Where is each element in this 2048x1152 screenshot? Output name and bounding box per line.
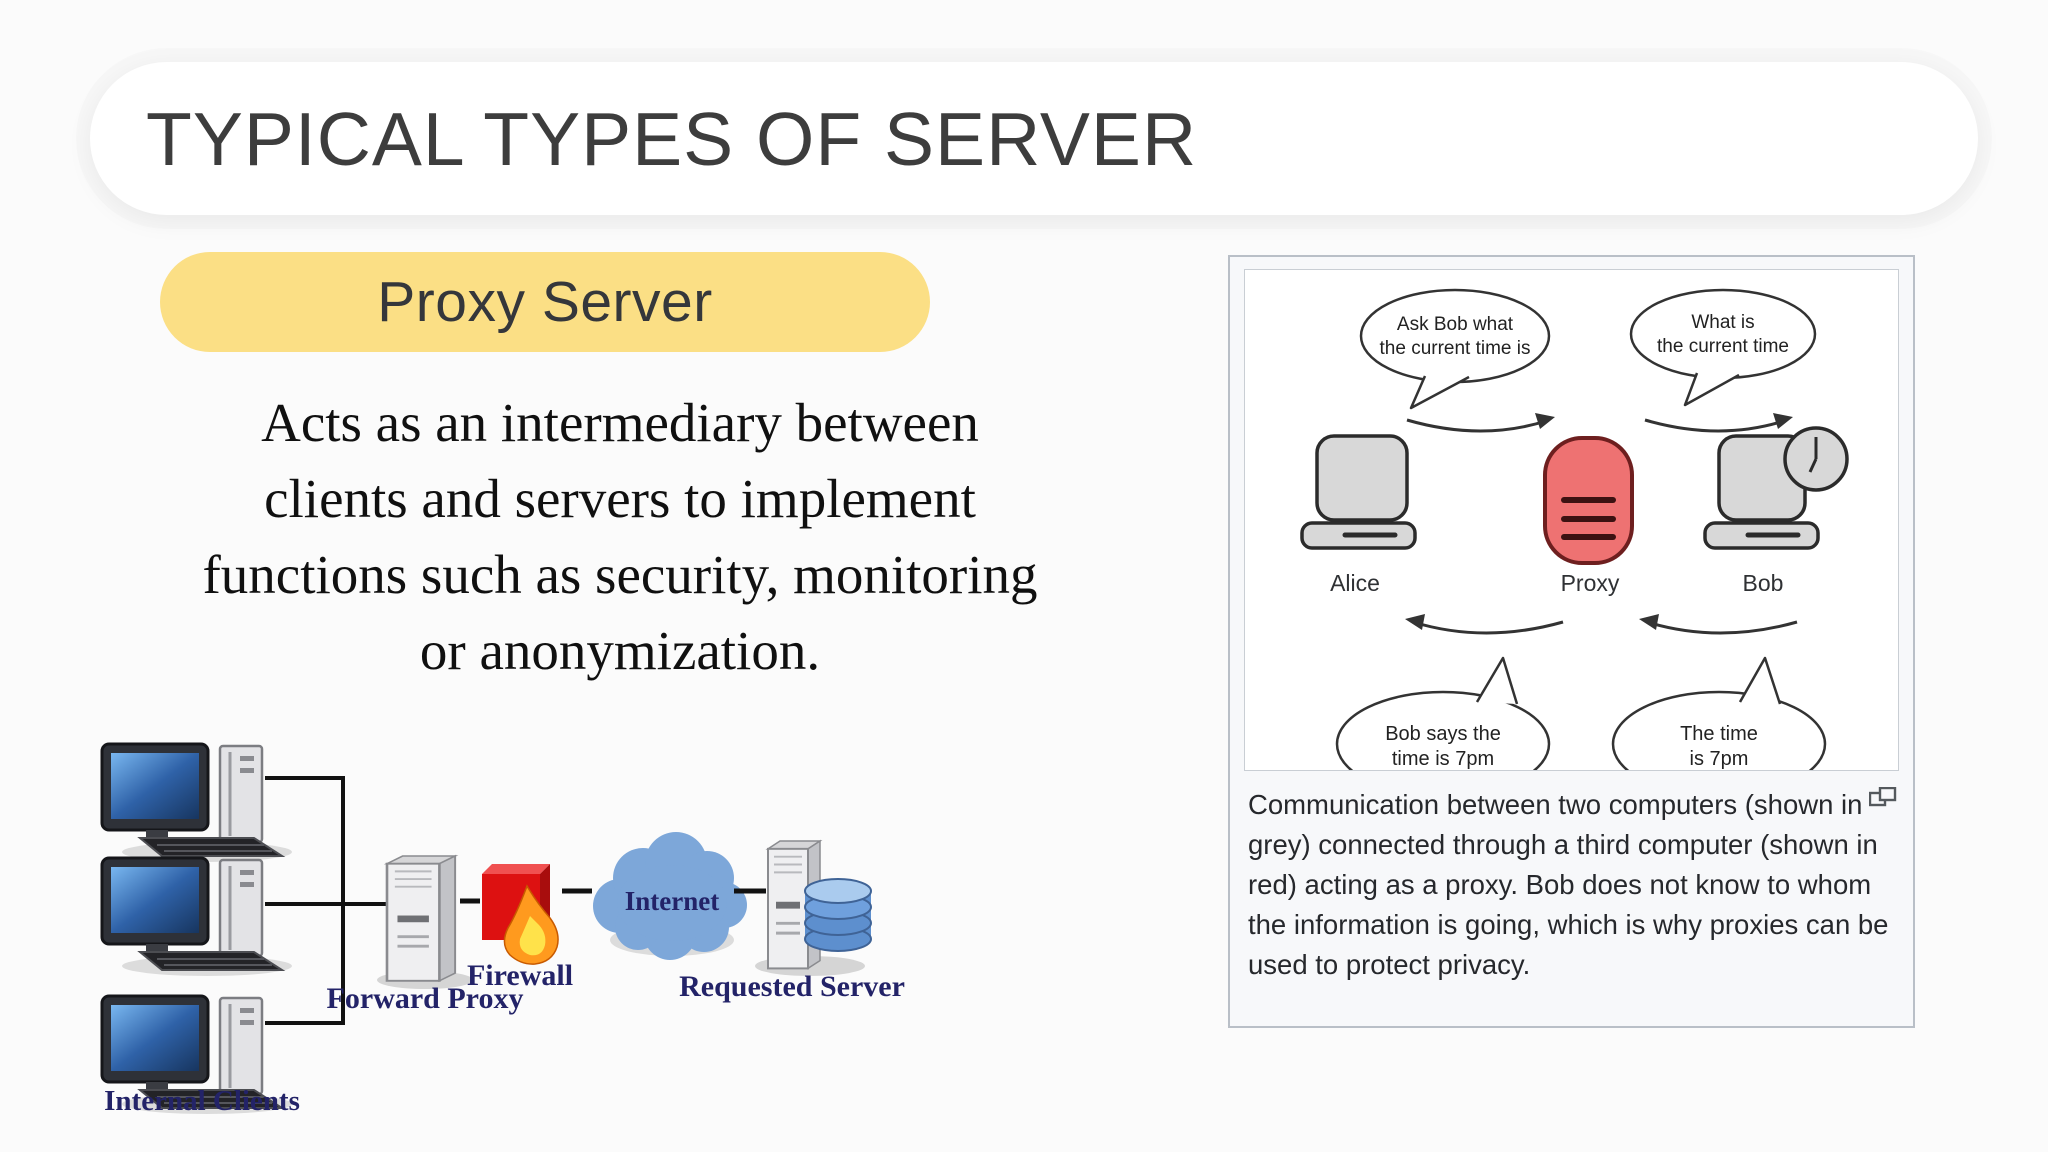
arrow-proxy-to-bob [1644,413,1793,433]
bubble-what-is: What is the current time [1629,288,1817,407]
figure-caption: Communication between two computers (sho… [1244,771,1899,985]
internal-clients-label: Internal Clients [104,1085,300,1117]
expand-thumbnail-icon [1869,787,1897,807]
proxy-server-badge: Proxy Server [160,252,930,352]
bubble-bob-says: Bob says the time is 7pm [1335,656,1551,798]
requested-server-label: Requested Server [679,970,905,1003]
proxy-label: Proxy [1561,570,1620,596]
arrow-alice-to-proxy [1406,413,1555,433]
title-banner: TYPICAL TYPES OF SERVER [90,62,1978,215]
forward-proxy-network-diagram: Internal Clients Forward Proxy Firewall … [100,742,905,1117]
svg-text:The time: The time [1680,723,1758,745]
page-title: TYPICAL TYPES OF SERVER [146,96,1198,181]
description-text: Acts as an intermediary between clients … [202,392,1038,681]
client-bus-lines [265,776,387,1025]
bubble-the-time: The time is 7pm [1611,656,1827,798]
proxy-server-icon [1543,436,1634,565]
alice-computer [1300,434,1417,550]
internet-label: Internet [625,886,719,916]
client-computer-2 [100,856,294,978]
svg-text:Ask Bob what: Ask Bob what [1397,314,1514,335]
arrow-bob-to-proxy [1639,614,1798,635]
svg-text:What is: What is [1691,312,1754,333]
internet-cloud [593,832,747,960]
bob-computer [1703,426,1849,550]
requested-server [755,839,872,976]
svg-text:the current time: the current time [1657,336,1789,357]
proxy-figure-box: Ask Bob what the current time is What is… [1228,255,1915,1028]
proxy-figure-image: Ask Bob what the current time is What is… [1244,269,1899,798]
database-icon [804,878,872,952]
proxy-server-badge-label: Proxy Server [377,270,713,334]
firewall [482,864,559,965]
svg-text:time is 7pm: time is 7pm [1392,748,1494,770]
svg-text:is 7pm: is 7pm [1690,748,1749,770]
alice-proxy-bob-diagram: Ask Bob what the current time is What is… [1300,288,1849,798]
alice-label: Alice [1330,570,1380,596]
bubble-ask-bob: Ask Bob what the current time is [1359,288,1551,410]
figure-caption-text: Communication between two computers (sho… [1248,789,1889,980]
bob-label: Bob [1743,570,1784,596]
forward-proxy-server [377,854,473,989]
client-computer-1 [100,742,294,864]
arrow-proxy-to-alice [1405,614,1564,635]
svg-text:the current time is: the current time is [1380,338,1531,359]
forward-proxy-label: Forward Proxy [327,982,524,1015]
firewall-label: Firewall [467,959,573,992]
svg-text:Bob says the: Bob says the [1385,723,1501,745]
